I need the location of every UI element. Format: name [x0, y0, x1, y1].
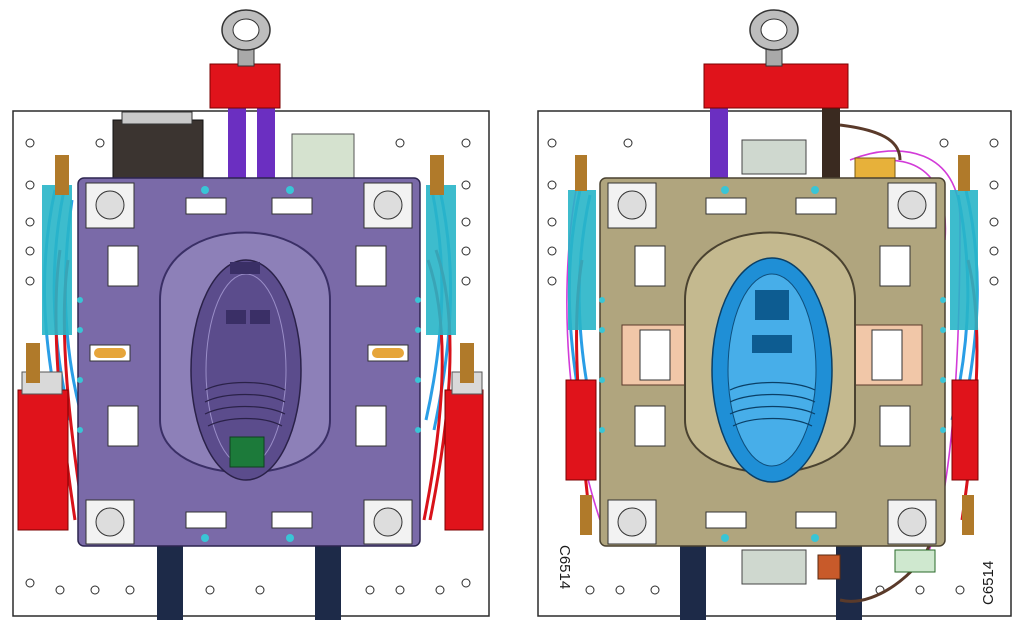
right-guide-pillar-1: [710, 100, 728, 180]
left-manifold-right: [426, 185, 456, 335]
right-guide-pillar-2: [822, 100, 840, 180]
left-mold-view: [12, 9, 490, 620]
right-valve-right: [951, 379, 979, 481]
right-sensor-red: [817, 554, 841, 580]
left-lifting-block: [209, 63, 281, 109]
right-cyan-fittings: [599, 186, 946, 542]
left-guide-pillar-2: [257, 100, 275, 180]
left-bushings: [89, 344, 409, 362]
left-junction-box: [291, 133, 355, 179]
right-eye-bolt: [749, 9, 799, 67]
right-valve-left: [565, 379, 597, 481]
right-stamp-right: C6514: [980, 561, 997, 605]
right-corner-blocks: [607, 182, 937, 545]
right-stamp-left: C6514: [556, 545, 573, 589]
right-connector-block-top: [741, 139, 807, 175]
left-corner-blocks: [85, 182, 413, 545]
right-connector-block-bottom: [741, 549, 807, 585]
left-transformer-box: [112, 119, 204, 183]
left-valve-block-left: [17, 389, 69, 531]
right-slide-blocks: [621, 324, 923, 386]
left-manifold-left: [42, 185, 72, 335]
left-eye-bolt: [221, 9, 271, 67]
right-manifold-right: [950, 190, 978, 330]
left-cyan-fittings: [77, 186, 421, 542]
right-mold-view: C6514 C6514: [537, 9, 1012, 620]
right-terminal-block: [854, 157, 896, 179]
right-green-connector: [894, 549, 936, 573]
right-lifting-block: [703, 63, 849, 109]
left-leg-2: [315, 545, 341, 620]
right-manifold-left: [568, 190, 596, 330]
left-leg-1: [157, 545, 183, 620]
left-clamp-pads: [107, 197, 387, 529]
left-frame-holes: [25, 138, 471, 595]
right-leg-1: [680, 545, 706, 620]
left-guide-pillar-1: [228, 100, 246, 180]
right-clamp-pads: [634, 197, 911, 529]
left-core-insert: [190, 259, 302, 481]
left-valve-block-right: [444, 389, 484, 531]
left-green-pcb: [229, 436, 265, 468]
